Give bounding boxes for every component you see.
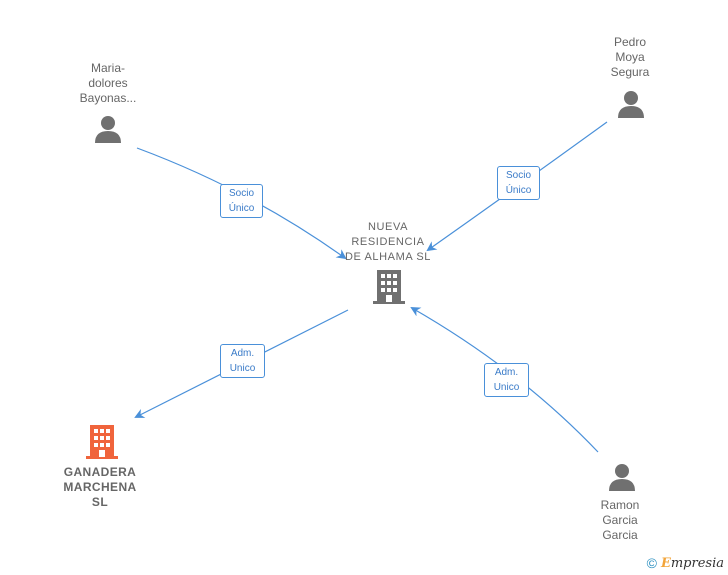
name-line: Garcia [602, 513, 638, 527]
name-line: GANADERA [63, 465, 137, 479]
name-line: Maria- [90, 61, 125, 75]
person-name-maria-dolores[interactable]: Maria- dolores Bayonas... [63, 61, 153, 106]
building-icon[interactable] [86, 425, 118, 459]
brand-text: mpresia [670, 555, 724, 571]
person-icon[interactable] [617, 90, 645, 118]
edge-label-adm-unico[interactable]: Adm. Unico [484, 363, 529, 397]
name-line: Ramon [600, 498, 640, 512]
name-line: DE ALHAMA SL [344, 251, 432, 263]
edge-label-line: Unico [229, 363, 256, 374]
name-line: Pedro [613, 35, 647, 49]
building-icon[interactable] [373, 270, 405, 304]
name-line: Garcia [602, 528, 638, 542]
person-icon[interactable] [608, 463, 636, 491]
company-name-ganadera-marchena[interactable]: GANADERA MARCHENA SL [45, 465, 155, 510]
edge-label-socio-unico[interactable]: Socio Único [497, 166, 540, 200]
footer-credit: © Empresia [647, 555, 724, 571]
edge-label-socio-unico[interactable]: Socio Único [220, 184, 263, 218]
name-line: SL [91, 495, 109, 509]
copyright-symbol: © [646, 555, 657, 571]
edge-label-line: Único [228, 203, 255, 214]
name-line: RESIDENCIA [351, 236, 425, 248]
edge-label-line: Socio [228, 188, 254, 199]
person-icon[interactable] [94, 115, 122, 143]
edge-label-line: Adm. [230, 348, 255, 359]
brand-logo[interactable]: Empresia [661, 556, 724, 571]
edge-label-line: Único [505, 185, 532, 196]
name-line: dolores [88, 76, 128, 90]
name-line: Moya [615, 50, 645, 64]
name-line: Bayonas... [79, 91, 137, 105]
person-name-ramon-garcia[interactable]: Ramon Garcia Garcia [575, 498, 665, 543]
edge-label-adm-unico[interactable]: Adm. Unico [220, 344, 265, 378]
name-line: Segura [610, 65, 650, 79]
edge-label-line: Adm. [494, 367, 519, 378]
brand-initial: E [660, 555, 671, 571]
name-line: NUEVA [367, 221, 409, 233]
name-line: MARCHENA [63, 480, 137, 494]
edge-label-line: Unico [493, 382, 520, 393]
person-name-pedro-moya[interactable]: Pedro Moya Segura [585, 35, 675, 80]
edge-label-line: Socio [505, 170, 531, 181]
company-name-nueva-residencia[interactable]: NUEVA RESIDENCIA DE ALHAMA SL [333, 220, 443, 265]
